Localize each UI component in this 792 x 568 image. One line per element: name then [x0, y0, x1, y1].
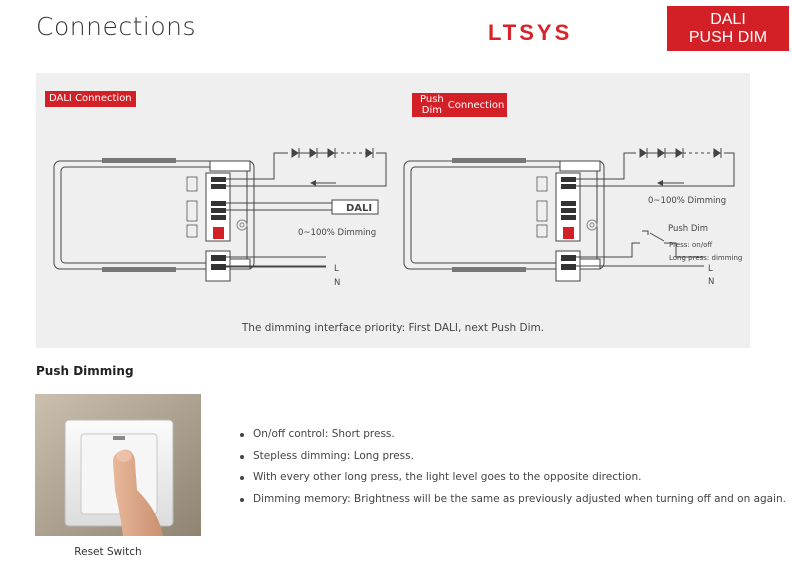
left-n-label: N: [334, 278, 340, 288]
right-n-label: N: [708, 277, 714, 287]
product-badge: DALI PUSH DIM: [667, 6, 789, 51]
right-dimming-label: 0~100% Dimming: [648, 196, 726, 206]
right-l-label: L: [708, 264, 713, 274]
left-wiring: [226, 152, 387, 267]
connections-panel: DALI 0~100% Dimming L N: [36, 73, 750, 348]
right-wiring: [576, 152, 735, 267]
feature-item: Dimming memory: Brightness will be the s…: [240, 493, 786, 515]
left-terminals: [186, 176, 248, 270]
push-dimming-features: On/off control: Short press. Stepless di…: [240, 428, 786, 514]
right-terminals: [536, 176, 598, 270]
badge-line-2: PUSH DIM: [688, 28, 768, 46]
left-dimming-label: 0~100% Dimming: [298, 228, 376, 238]
reset-switch-photo: [35, 394, 201, 536]
right-leds: [639, 148, 722, 158]
reset-switch-caption: Reset Switch: [74, 546, 142, 558]
left-l-label: L: [334, 264, 339, 274]
priority-note: The dimming interface priority: First DA…: [241, 322, 545, 334]
feature-item: With every other long press, the light l…: [240, 471, 786, 493]
wiring-diagrams: DALI 0~100% Dimming L N: [53, 148, 742, 288]
feature-item: On/off control: Short press.: [240, 428, 786, 450]
push-dimming-title: Push Dimming: [36, 364, 134, 378]
left-leds: [291, 148, 374, 158]
badge-line-1: DALI: [710, 10, 746, 28]
brand-logo: LTSYS: [488, 20, 573, 45]
switch-illustration: [35, 394, 201, 536]
feature-item: Stepless dimming: Long press.: [240, 450, 786, 472]
page-title: Connections: [36, 12, 196, 41]
press-onoff-label: Press: on/off: [669, 241, 712, 249]
push-dim-label: Push Dim: [668, 224, 708, 234]
dali-connection-label: DALI Connection: [45, 91, 136, 107]
press-long-label: Long press: dimming: [669, 254, 742, 262]
left-dali-box: DALI: [346, 203, 372, 214]
